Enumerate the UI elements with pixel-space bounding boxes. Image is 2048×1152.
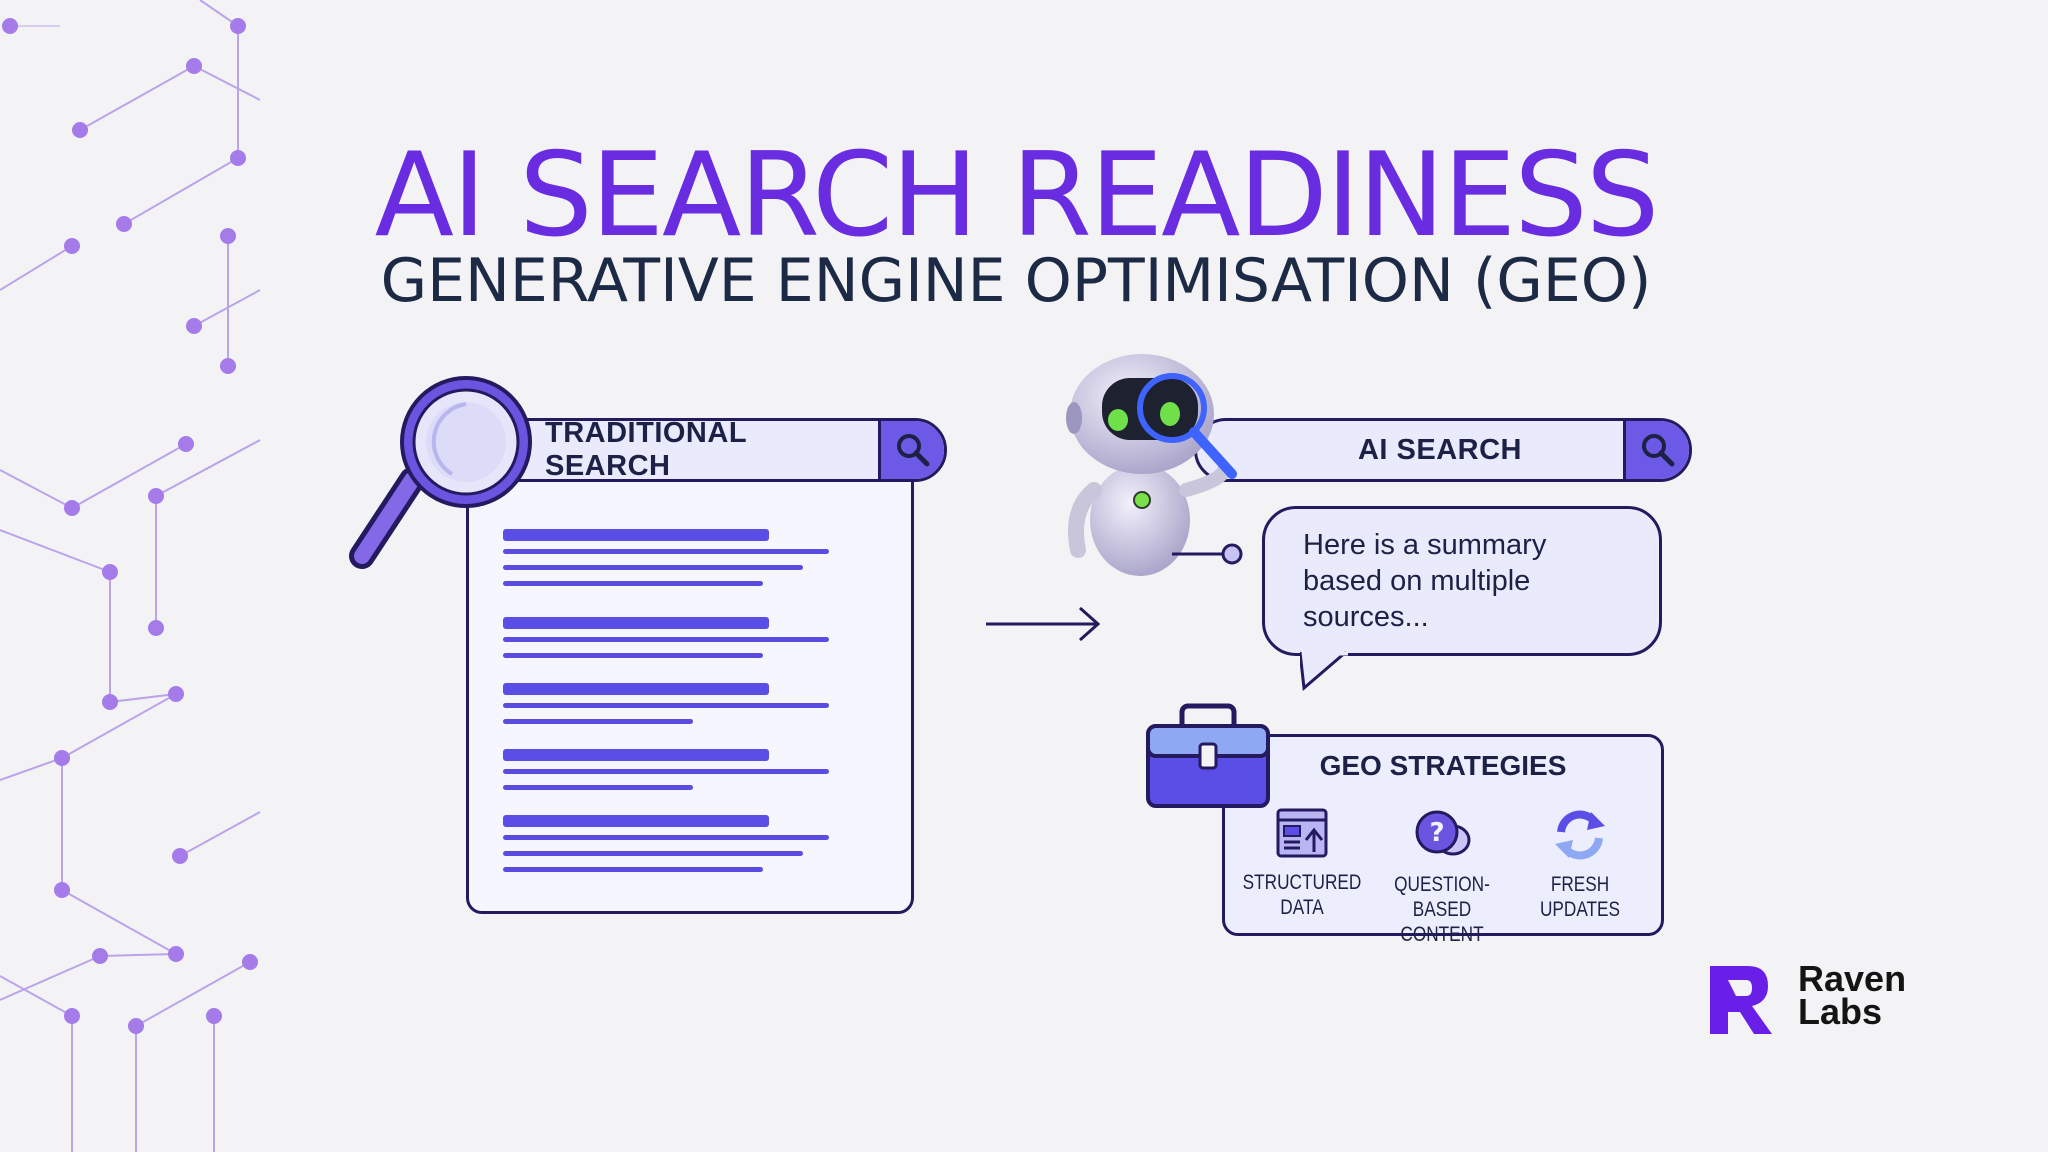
logo-line-1: Raven (1798, 958, 1907, 999)
bubble-line: Here is a summary (1303, 529, 1547, 561)
bubble-line: based on multiple (1303, 565, 1531, 597)
question-bubble-icon: ? (1415, 810, 1471, 856)
logo-line-2: Labs (1798, 991, 1883, 1032)
bubble-line: sources... (1303, 601, 1429, 633)
refresh-icon (1555, 810, 1605, 860)
result-text-line (503, 785, 693, 790)
traditional-search-label: TRADITIONAL SEARCH (545, 418, 747, 482)
geo-strategies-title: GEO STRATEGIES (1319, 750, 1567, 781)
ai-answer-bubble: Here is a summary based on multiple sour… (1262, 506, 1662, 656)
result-text-line (503, 851, 803, 856)
result-text-line (503, 549, 829, 554)
result-title-line (503, 749, 769, 761)
result-text-line (503, 867, 763, 872)
result-text-line (503, 653, 763, 658)
arrow-right-icon (986, 606, 1101, 642)
ai-search-bar[interactable]: AI SEARCH (1194, 418, 1692, 482)
result-text-line (503, 565, 803, 570)
search-icon (1641, 434, 1674, 467)
result-title-line (503, 815, 769, 827)
robot-icon (1066, 354, 1243, 576)
traditional-search-bar[interactable]: TRADITIONAL SEARCH (480, 418, 947, 482)
result-text-line (503, 637, 829, 642)
toolbox-icon (1146, 703, 1270, 808)
result-text-line (503, 581, 763, 586)
page-title: AI SEARCH READINESS (374, 128, 1660, 263)
page-subtitle: GENERATIVE ENGINE OPTIMISATION (GEO) (380, 246, 1652, 316)
search-button[interactable] (878, 421, 944, 479)
bubble-tail (1300, 650, 1348, 691)
network-pattern (0, 0, 261, 1152)
ai-search-button[interactable] (1623, 421, 1689, 479)
svg-text:?: ? (1429, 818, 1444, 848)
raven-labs-logo (1710, 966, 1772, 1034)
structured-data-icon (1276, 808, 1328, 858)
result-text-line (503, 835, 829, 840)
result-title-line (503, 529, 769, 541)
result-text-line (503, 769, 829, 774)
result-text-line (503, 703, 829, 708)
magnifying-glass-icon (349, 376, 532, 569)
result-title-line (503, 617, 769, 629)
search-icon (896, 434, 929, 467)
result-text-line (503, 719, 693, 724)
result-title-line (503, 683, 769, 695)
logo-text: Raven Labs (1798, 958, 1907, 1032)
ai-search-label: AI SEARCH (1357, 433, 1522, 466)
